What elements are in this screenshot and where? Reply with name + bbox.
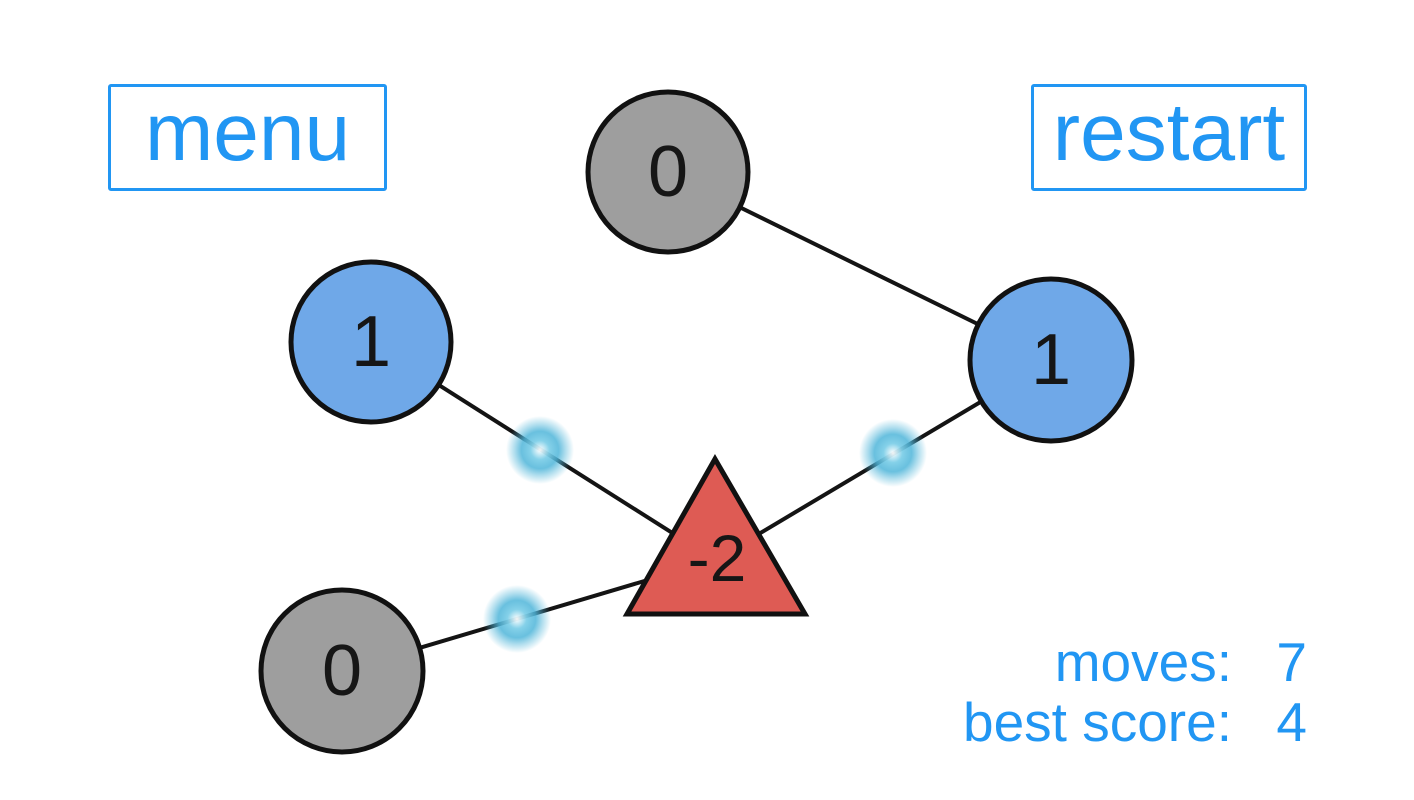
node-gray-bottom[interactable]: 0 (258, 587, 426, 755)
menu-button[interactable]: menu (108, 84, 387, 191)
node-red-triangle[interactable]: -2 (622, 453, 810, 617)
moves-value: 7 (1276, 631, 1307, 693)
red-triangle-value: -2 (688, 521, 747, 595)
gray-bottom-shape[interactable] (258, 587, 426, 755)
node-blue-right[interactable]: 1 (967, 276, 1135, 444)
restart-button[interactable]: restart (1031, 84, 1307, 191)
gray-top-value: 0 (648, 132, 688, 212)
red-triangle-shape[interactable] (622, 453, 810, 617)
blue-right-shape[interactable] (967, 276, 1135, 444)
best-score-value: 4 (1276, 691, 1307, 753)
moves-label: moves: (1054, 631, 1232, 693)
blue-right-value: 1 (1031, 320, 1071, 400)
edge-glow-marker (859, 419, 927, 487)
best-score-label: best score: (962, 691, 1232, 753)
edge-glow-marker (506, 416, 574, 484)
gray-top-shape[interactable] (585, 89, 751, 255)
node-gray-top[interactable]: 0 (585, 89, 751, 255)
edge-glow-marker (483, 585, 551, 653)
gray-bottom-value: 0 (322, 631, 362, 711)
blue-left-shape[interactable] (288, 259, 454, 425)
blue-left-value: 1 (351, 302, 391, 382)
node-blue-left[interactable]: 1 (288, 259, 454, 425)
score-panel: moves: 7 best score: 4 (963, 632, 1307, 752)
